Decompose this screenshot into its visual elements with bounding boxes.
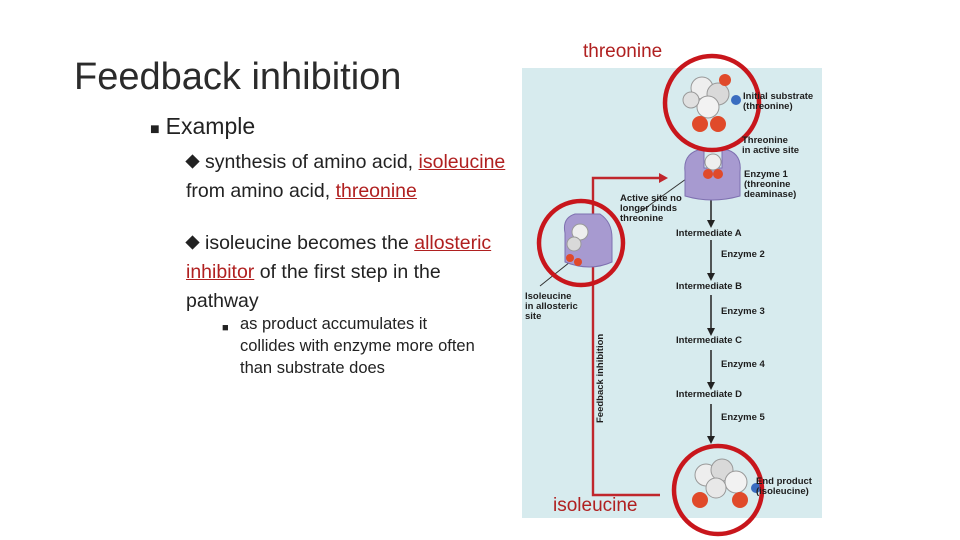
arrow-down-icon [707, 382, 715, 390]
label-isoleucine-allosteric-3: site [525, 311, 541, 322]
label-intermediate-a: Intermediate A [676, 228, 742, 239]
threonine-molecule-icon [682, 74, 741, 132]
isoleucine-molecule-icon [692, 458, 761, 508]
enzyme-1-shape [684, 149, 741, 201]
label-enzyme-1-name-2: deaminase) [744, 189, 796, 200]
label-active-site: Active site no [620, 193, 682, 204]
sub-sub-bullet-text: as product accumulates it collides with … [240, 315, 475, 377]
square-bullet-icon: ■ [150, 121, 160, 138]
arrow-down-icon [707, 273, 715, 281]
label-initial-substrate: Initial substrate [743, 91, 813, 102]
highlight-circle-threonine [662, 53, 762, 153]
bullet-example-text: Example [165, 113, 256, 139]
highlight-circle-allosteric [536, 198, 626, 288]
arrow-down-icon [707, 436, 715, 444]
label-initial-substrate-sub: (threonine) [743, 101, 793, 112]
link-isoleucine[interactable]: isoleucine [418, 151, 506, 173]
label-end-product-sub: (isoleucine) [756, 486, 809, 497]
feedback-arrow-head [659, 173, 668, 183]
pointer-line-active-site [639, 173, 694, 213]
sub-bullet-2-text-b: of the first step in the pathway [186, 261, 441, 312]
label-threonine-in-site: Threonine [742, 135, 788, 146]
label-active-site-2: longer binds [620, 203, 677, 214]
label-intermediate-d: Intermediate D [676, 389, 742, 400]
link-threonine[interactable]: threonine [335, 180, 417, 202]
pathway-figure [522, 68, 822, 518]
label-threonine: threonine [583, 41, 663, 62]
label-enzyme-1: Enzyme 1 [744, 169, 789, 180]
square-bullet-icon: ■ [222, 322, 229, 334]
label-end-product: End product [756, 476, 813, 487]
sub-sub-bullet: ■ as product accumulates it collides wit… [222, 313, 482, 379]
arrow-down-icon [707, 328, 715, 336]
label-enzyme-5: Enzyme 5 [721, 412, 766, 423]
label-enzyme-2: Enzyme 2 [721, 249, 765, 260]
label-isoleucine: isoleucine [553, 495, 638, 516]
sub-bullet-allosteric: isoleucine becomes the allosteric inhibi… [185, 229, 506, 316]
label-intermediate-b: Intermediate B [676, 281, 742, 292]
label-isoleucine-allosteric: Isoleucine [525, 291, 571, 302]
label-enzyme-4: Enzyme 4 [721, 359, 766, 370]
label-active-site-3: threonine [620, 213, 663, 224]
sub-bullet-2-text-a: isoleucine becomes the [205, 232, 415, 254]
sub-bullet-synthesis: synthesis of amino acid, isoleucine from… [185, 148, 506, 206]
label-enzyme-1-name: (threonine [744, 179, 790, 190]
slide-title: Feedback inhibition [74, 56, 402, 98]
sub-bullet-1-text-b: from amino acid, [186, 180, 336, 202]
bullet-example: ■ Example [150, 113, 255, 140]
highlight-circle-isoleucine [671, 443, 765, 537]
arrow-down-icon [707, 220, 715, 228]
label-enzyme-3: Enzyme 3 [721, 306, 765, 317]
link-allosteric-inhibitor[interactable]: allosteric inhibitor [186, 232, 492, 283]
label-intermediate-c: Intermediate C [676, 335, 742, 346]
label-isoleucine-allosteric-2: in allosteric [525, 301, 578, 312]
feedback-path-line [591, 176, 660, 497]
label-threonine-in-site-sub: in active site [742, 145, 799, 156]
sub-bullet-1-text-a: synthesis of amino acid, [205, 151, 419, 173]
label-feedback-inhibition: Feedback inhibition [595, 334, 606, 423]
inhibited-enzyme-shape [564, 213, 613, 268]
